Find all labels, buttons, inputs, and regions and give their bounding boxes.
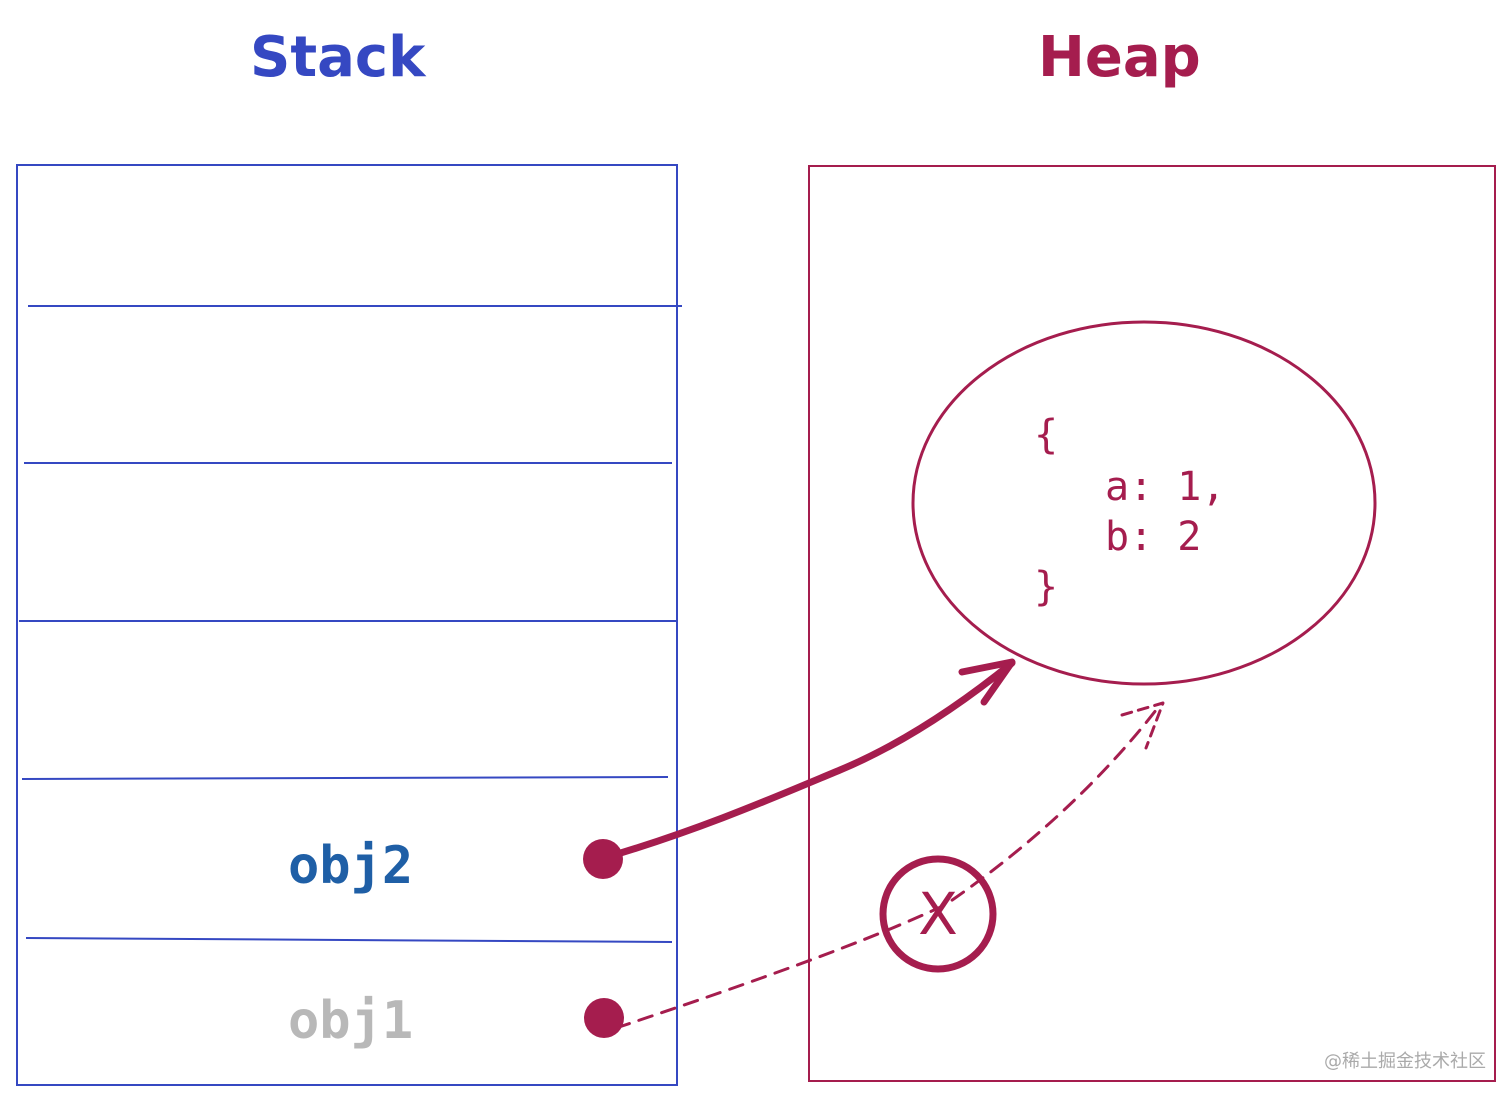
removed-mark-x: X — [918, 880, 958, 948]
object-property-a: a: 1, — [1105, 464, 1226, 510]
heap-frame — [808, 165, 1496, 1082]
stack-var-obj2: obj2 — [288, 836, 414, 896]
stack-frame — [16, 164, 678, 1086]
stack-var-obj1: obj1 — [288, 991, 414, 1051]
obj2-pointer-dot — [583, 839, 623, 879]
heap-object-ellipse — [911, 320, 1377, 686]
stack-divider — [25, 937, 673, 943]
object-open-brace: { — [1034, 412, 1059, 458]
obj2-arrowhead — [958, 658, 1016, 706]
obj1-pointer-dot — [584, 998, 624, 1038]
stack-title: Stack — [250, 25, 426, 90]
obj1-removed-reference — [614, 703, 1162, 1030]
removed-mark-circle — [879, 855, 997, 973]
obj2-reference-arrow — [600, 659, 1016, 862]
heap-title: Heap — [1038, 25, 1201, 90]
watermark: @稀土掘金技术社区 — [1324, 1051, 1486, 1072]
object-close-brace: } — [1034, 564, 1059, 610]
object-property-b: b: 2 — [1105, 514, 1202, 560]
obj1-dashed-arrowhead — [1120, 701, 1165, 750]
stack-box — [16, 164, 682, 1086]
stack-divider — [21, 776, 669, 780]
